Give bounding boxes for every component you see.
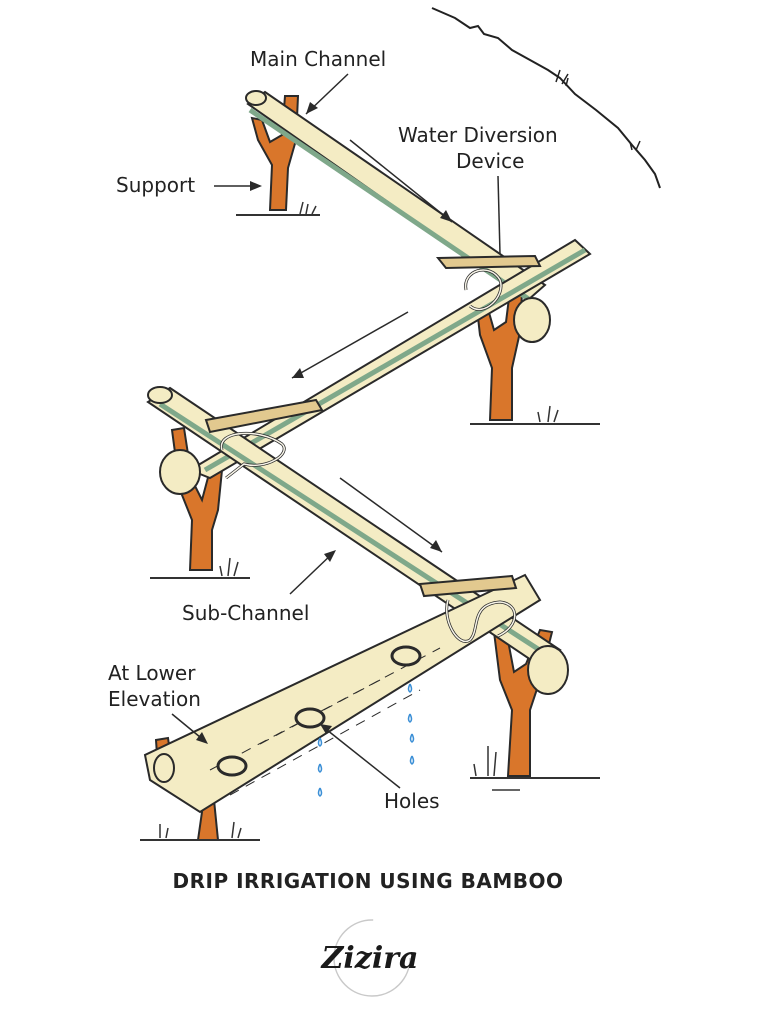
water-diversion-label-line2: Device bbox=[456, 149, 524, 173]
flow-arrow bbox=[291, 311, 409, 379]
water-diversion-device-1 bbox=[435, 254, 542, 270]
label-sub-channel: Sub-Channel bbox=[182, 550, 336, 625]
drip-hole bbox=[390, 645, 422, 667]
lower-elevation-bamboo bbox=[143, 573, 542, 814]
lower-elevation-label-line2: Elevation bbox=[108, 687, 201, 711]
label-main-channel: Main Channel bbox=[250, 47, 386, 115]
support-label: Support bbox=[116, 173, 195, 197]
holes-label: Holes bbox=[384, 789, 440, 813]
label-water-diversion: Water Diversion Device bbox=[398, 123, 558, 255]
rope-tie bbox=[445, 599, 517, 643]
water-diversion-label-line1: Water Diversion bbox=[398, 123, 558, 147]
label-lower-elevation: At Lower Elevation bbox=[108, 661, 208, 744]
water-drops bbox=[317, 683, 415, 797]
label-holes: Holes bbox=[320, 724, 440, 813]
zizira-logo: Zizira bbox=[321, 919, 419, 997]
main-channel-bamboo bbox=[245, 90, 547, 303]
lower-elevation-label-line1: At Lower bbox=[108, 661, 196, 685]
support-middle-right bbox=[470, 288, 600, 425]
logo-text: Zizira bbox=[321, 941, 419, 976]
diagram-title: DRIP IRRIGATION USING BAMBOO bbox=[173, 869, 564, 893]
sub-channel-1-bamboo bbox=[159, 238, 592, 495]
sub-channel-label: Sub-Channel bbox=[182, 601, 309, 625]
hillside-grass-tuft bbox=[629, 140, 641, 151]
flow-arrow bbox=[339, 477, 443, 553]
water-diversion-device-3 bbox=[418, 574, 518, 598]
flow-arrow bbox=[349, 139, 453, 223]
hillside-grass-tuft bbox=[555, 69, 569, 87]
main-channel-label: Main Channel bbox=[250, 47, 386, 71]
sub-channel-2-bamboo bbox=[146, 386, 569, 695]
drip-hole bbox=[216, 755, 248, 777]
rope-tie bbox=[220, 431, 286, 480]
drip-hole bbox=[294, 707, 326, 729]
label-support: Support bbox=[116, 173, 262, 197]
water-diversion-device-2 bbox=[204, 398, 324, 434]
rope-tie bbox=[464, 268, 503, 311]
